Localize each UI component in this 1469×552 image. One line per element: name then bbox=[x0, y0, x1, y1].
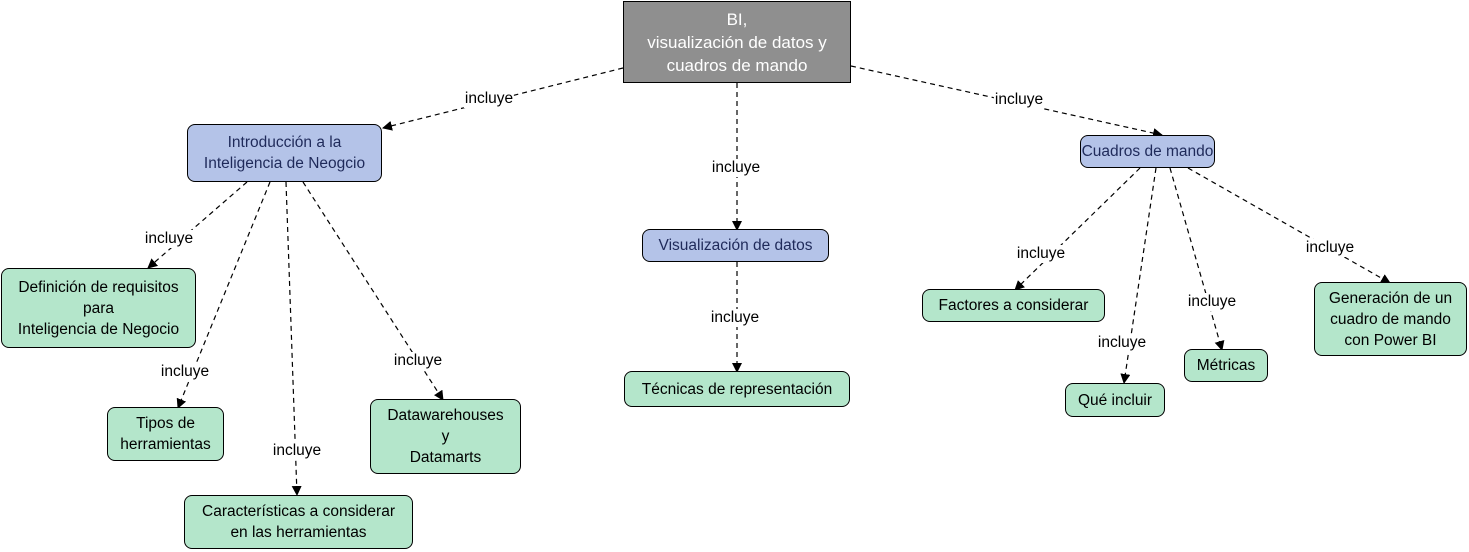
edge-label-intro-caracteristicas: incluye bbox=[271, 442, 323, 460]
node-root-bi[interactable]: BI, visualización de datos y cuadros de … bbox=[623, 1, 851, 83]
edge-intro-datawarehouses bbox=[302, 181, 444, 401]
edge-intro-tipos bbox=[176, 181, 271, 409]
node-tipos-de-herramientas[interactable]: Tipos de herramientas bbox=[107, 407, 224, 461]
edge-label-cuadros-que-incluir: incluye bbox=[1096, 334, 1148, 352]
edge-intro-caracteristicas bbox=[285, 181, 302, 496]
node-factores-a-considerar[interactable]: Factores a considerar bbox=[922, 289, 1105, 322]
edge-label-root-intro: incluye bbox=[463, 90, 515, 108]
edge-label-intro-datawarehouses: incluye bbox=[392, 352, 444, 370]
edge-label-cuadros-factores: incluye bbox=[1015, 245, 1067, 263]
node-definicion-de-requisitos[interactable]: Definición de requisitos para Inteligenc… bbox=[1, 268, 196, 348]
node-cuadros-de-mando[interactable]: Cuadros de mando bbox=[1080, 135, 1215, 168]
edge-label-visual-tecnicas: incluye bbox=[709, 309, 761, 327]
edge-intro-definicion bbox=[147, 181, 248, 269]
edge-label-cuadros-generacion: incluye bbox=[1304, 239, 1356, 257]
edge-label-root-cuadros: incluye bbox=[993, 91, 1045, 109]
node-tecnicas-de-representacion[interactable]: Técnicas de representación bbox=[624, 371, 850, 407]
edge-label-root-visual: incluye bbox=[710, 159, 762, 177]
edge-label-intro-tipos: incluye bbox=[159, 363, 211, 381]
node-datawarehouses-datamarts[interactable]: Datawarehouses y Datamarts bbox=[370, 399, 521, 474]
edge-label-intro-definicion: incluye bbox=[143, 230, 195, 248]
node-introduccion-inteligencia-negocio[interactable]: Introducción a la Inteligencia de Neogci… bbox=[187, 124, 382, 182]
node-visualizacion-de-datos[interactable]: Visualización de datos bbox=[642, 229, 829, 262]
edge-cuadros-generacion bbox=[1187, 167, 1391, 284]
node-metricas[interactable]: Métricas bbox=[1184, 349, 1268, 382]
node-que-incluir[interactable]: Qué incluir bbox=[1065, 383, 1165, 417]
node-generacion-cuadro-power-bi[interactable]: Generación de un cuadro de mando con Pow… bbox=[1314, 282, 1467, 356]
node-caracteristicas-a-considerar[interactable]: Características a considerar en las herr… bbox=[184, 495, 413, 549]
edge-root-cuadros bbox=[850, 65, 1163, 138]
edge-label-cuadros-metricas: incluye bbox=[1186, 293, 1238, 311]
edge-cuadros-metricas bbox=[1169, 167, 1225, 351]
edge-cuadros-factores bbox=[1014, 167, 1141, 291]
